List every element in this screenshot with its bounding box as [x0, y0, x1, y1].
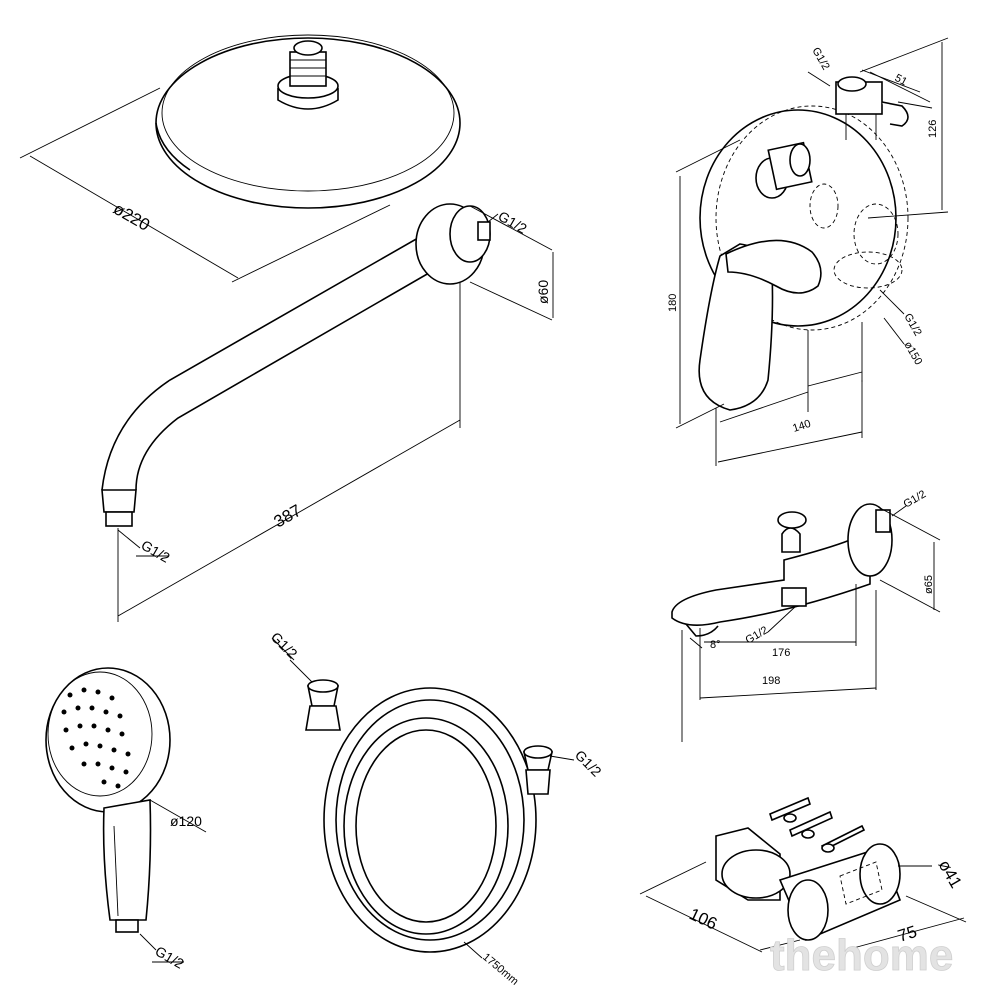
shower-arm-dimensions: G1/2 ø60 387 G1/2	[117, 205, 554, 622]
spout-thread-label: G1/2	[902, 488, 929, 510]
spout-length-short-label: 176	[772, 647, 790, 659]
holder-diameter-label: ø41	[935, 857, 966, 892]
rain-shower-head	[155, 34, 461, 209]
watermark-logo: thehome	[770, 931, 953, 980]
shower-hose	[305, 679, 553, 953]
mixer-height-label: 180	[667, 294, 679, 312]
holder-depth-label: 75	[895, 922, 919, 946]
mixer-thread-top-label: G1/2	[809, 46, 831, 73]
hose-length-label: 1750mm	[480, 951, 520, 988]
hand-shower-nozzles	[61, 687, 131, 789]
hand-shower	[45, 667, 171, 933]
hose-thread-top-label: G1/2	[268, 629, 301, 662]
holder-screws	[769, 796, 866, 853]
spout-length-long-label: 198	[762, 675, 780, 687]
hose-thread-end-label: G1/2	[572, 747, 605, 780]
mixer-offset-label: 51	[893, 72, 909, 88]
wall-holder	[715, 796, 902, 942]
mixer-plate-diameter-label: ø150	[901, 340, 924, 368]
concealed-mixer	[698, 76, 909, 411]
spout-diameter-label: ø65	[923, 575, 935, 594]
hand-shower-diameter-label: ø120	[170, 813, 202, 829]
rain-shower-diameter-label: ø220	[110, 199, 153, 235]
bath-spout	[671, 503, 893, 637]
arm-thread-bottom-label: G1/2	[139, 537, 173, 566]
arm-length-label: 387	[271, 501, 305, 532]
hand-shower-thread-label: G1/2	[153, 943, 187, 972]
spout-thread-bottom-label: G1/2	[744, 624, 771, 646]
mixer-thread-side-label: G1/2	[901, 312, 923, 339]
holder-dimensions: 106 75 ø41	[639, 857, 967, 953]
spout-angle-label: 8°	[710, 639, 721, 651]
arm-flange-diameter-label: ø60	[535, 280, 551, 304]
mixer-depth-total-label: 140	[791, 418, 812, 435]
mixer-height-top-label: 126	[927, 120, 939, 138]
shower-arm	[101, 203, 491, 527]
